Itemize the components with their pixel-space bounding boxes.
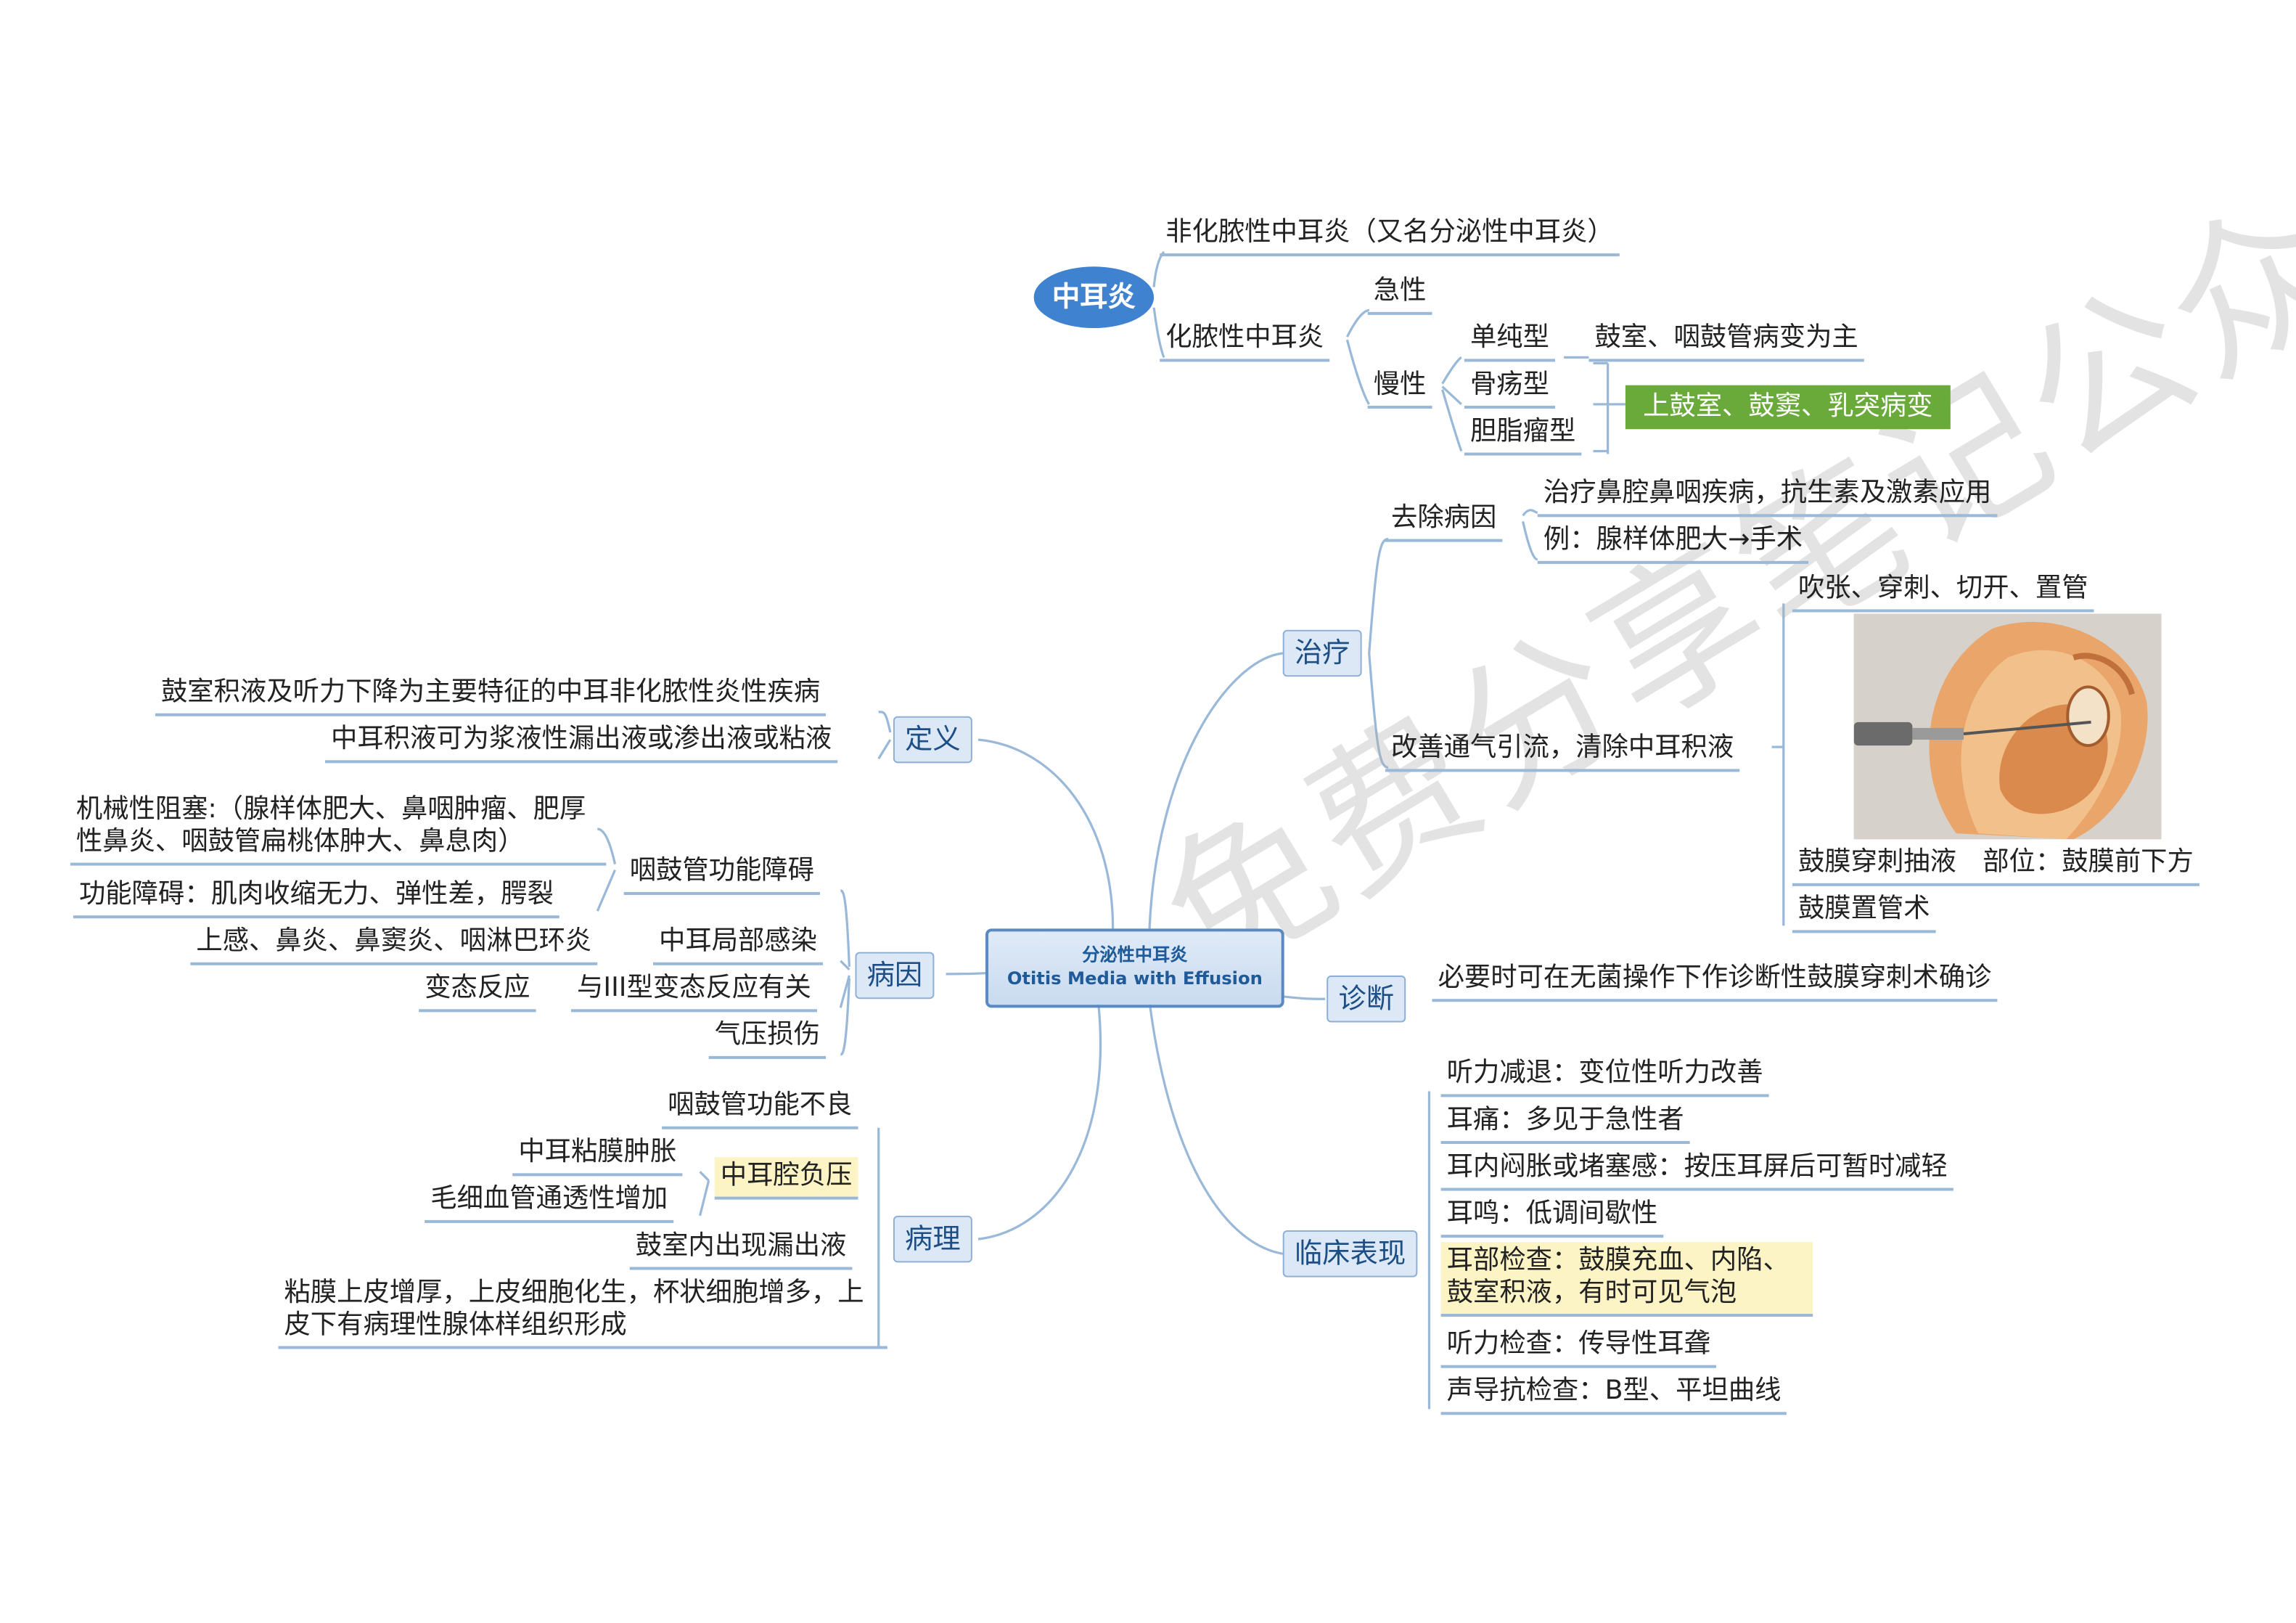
poor-et-node[interactable]: 咽鼓管功能不良 [662,1087,858,1129]
otitis-media-node[interactable]: 中耳炎 [1033,266,1155,329]
local-infection-node[interactable]: 中耳局部感染 [652,923,824,965]
ear-exam-node[interactable]: 耳部检查：鼓膜充血、内陷、鼓室积液，有时可见气泡 [1440,1242,1813,1317]
diagnosis-text[interactable]: 必要时可在无菌操作下作诊断性鼓膜穿刺术确诊 [1432,960,1998,1002]
otalgia-node[interactable]: 耳痛：多见于急性者 [1440,1101,1690,1144]
simple-type-node[interactable]: 单纯型 [1464,319,1556,362]
acute-node[interactable]: 急性 [1367,272,1432,315]
definition-item-2[interactable]: 中耳积液可为浆液性漏出液或渗出液或粘液 [324,721,838,764]
diagnosis-topic[interactable]: 诊断 [1327,975,1406,1023]
treat-nasal-node[interactable]: 治疗鼻腔鼻咽疾病，抗生素及激素应用 [1537,475,1998,518]
permeability-node[interactable]: 毛细血管通透性增加 [425,1180,674,1223]
type3-allergy-node[interactable]: 与III型变态反应有关 [570,970,817,1013]
allergy-node[interactable]: 变态反应 [419,970,536,1013]
audiometry-node[interactable]: 听力检查：传导性耳聋 [1440,1325,1716,1368]
negative-pressure-node[interactable]: 中耳腔负压 [714,1157,858,1200]
pathology-topic[interactable]: 病理 [893,1215,972,1263]
bone-cholesteatoma-desc[interactable]: 上鼓室、鼓窦、乳突病变 [1625,385,1951,430]
ventilation-node[interactable]: 改善通气引流，清除中耳积液 [1385,729,1740,772]
et-dysfunction-node[interactable]: 咽鼓管功能障碍 [623,852,821,895]
central-topic-en: Otitis Media with Effusion [1006,968,1263,989]
hearing-loss-node[interactable]: 听力减退：变位性听力改善 [1440,1055,1769,1097]
central-topic[interactable]: 分泌性中耳炎 Otitis Media with Effusion [985,928,1284,1008]
tympanometry-node[interactable]: 声导抗检查：B型、平坦曲线 [1440,1373,1787,1415]
cholesteatoma-type-node[interactable]: 胆脂瘤型 [1464,413,1582,456]
remove-cause-node[interactable]: 去除病因 [1385,499,1503,542]
ear-puncture-image [1853,613,2162,840]
tinnitus-node[interactable]: 耳鸣：低调间歇性 [1440,1195,1664,1238]
treatment-topic[interactable]: 治疗 [1282,629,1362,677]
epithelium-node[interactable]: 粘膜上皮增厚，上皮细胞化生，杯状细胞增多，上皮下有病理性腺体样组织形成 [278,1275,887,1349]
nonsuppurative-node[interactable]: 非化脓性中耳炎（又名分泌性中耳炎） [1160,214,1620,257]
etiology-topic[interactable]: 病因 [855,952,935,999]
tube-node[interactable]: 鼓膜置管术 [1792,891,1936,933]
adenoid-example-node[interactable]: 例：腺样体肥大→手术 [1537,521,1809,564]
bone-ulcer-type-node[interactable]: 骨疡型 [1464,366,1556,409]
mechanical-obstruction-node[interactable]: 机械性阻塞:（腺样体肥大、鼻咽肿瘤、肥厚性鼻炎、咽鼓管扁桃体肿大、鼻息肉） [70,791,607,866]
puncture-node[interactable]: 鼓膜穿刺抽液 部位：鼓膜前下方 [1792,843,2199,886]
mucosa-swelling-node[interactable]: 中耳粘膜肿胀 [512,1134,683,1177]
fullness-node[interactable]: 耳内闷胀或堵塞感：按压耳屏后可暂时减轻 [1440,1148,1953,1191]
functional-disorder-node[interactable]: 功能障碍：肌肉收缩无力、弹性差，腭裂 [73,876,559,919]
ear-illustration-icon [1853,613,2162,840]
definition-item-1[interactable]: 鼓室积液及听力下降为主要特征的中耳非化脓性炎性疾病 [155,674,827,716]
infection-causes-node[interactable]: 上感、鼻炎、鼻窦炎、咽淋巴环炎 [190,923,598,965]
definition-topic[interactable]: 定义 [893,716,972,764]
leakage-node[interactable]: 鼓室内出现漏出液 [629,1227,853,1270]
clinical-topic[interactable]: 临床表现 [1282,1230,1418,1277]
barotrauma-node[interactable]: 气压损伤 [708,1016,827,1059]
simple-type-desc[interactable]: 鼓室、咽鼓管病变为主 [1588,319,1864,362]
chronic-node[interactable]: 慢性 [1367,366,1432,409]
suppurative-node[interactable]: 化脓性中耳炎 [1160,319,1330,362]
methods-node[interactable]: 吹张、穿刺、切开、置管 [1792,570,2094,613]
central-topic-zh: 分泌性中耳炎 [1082,944,1188,965]
